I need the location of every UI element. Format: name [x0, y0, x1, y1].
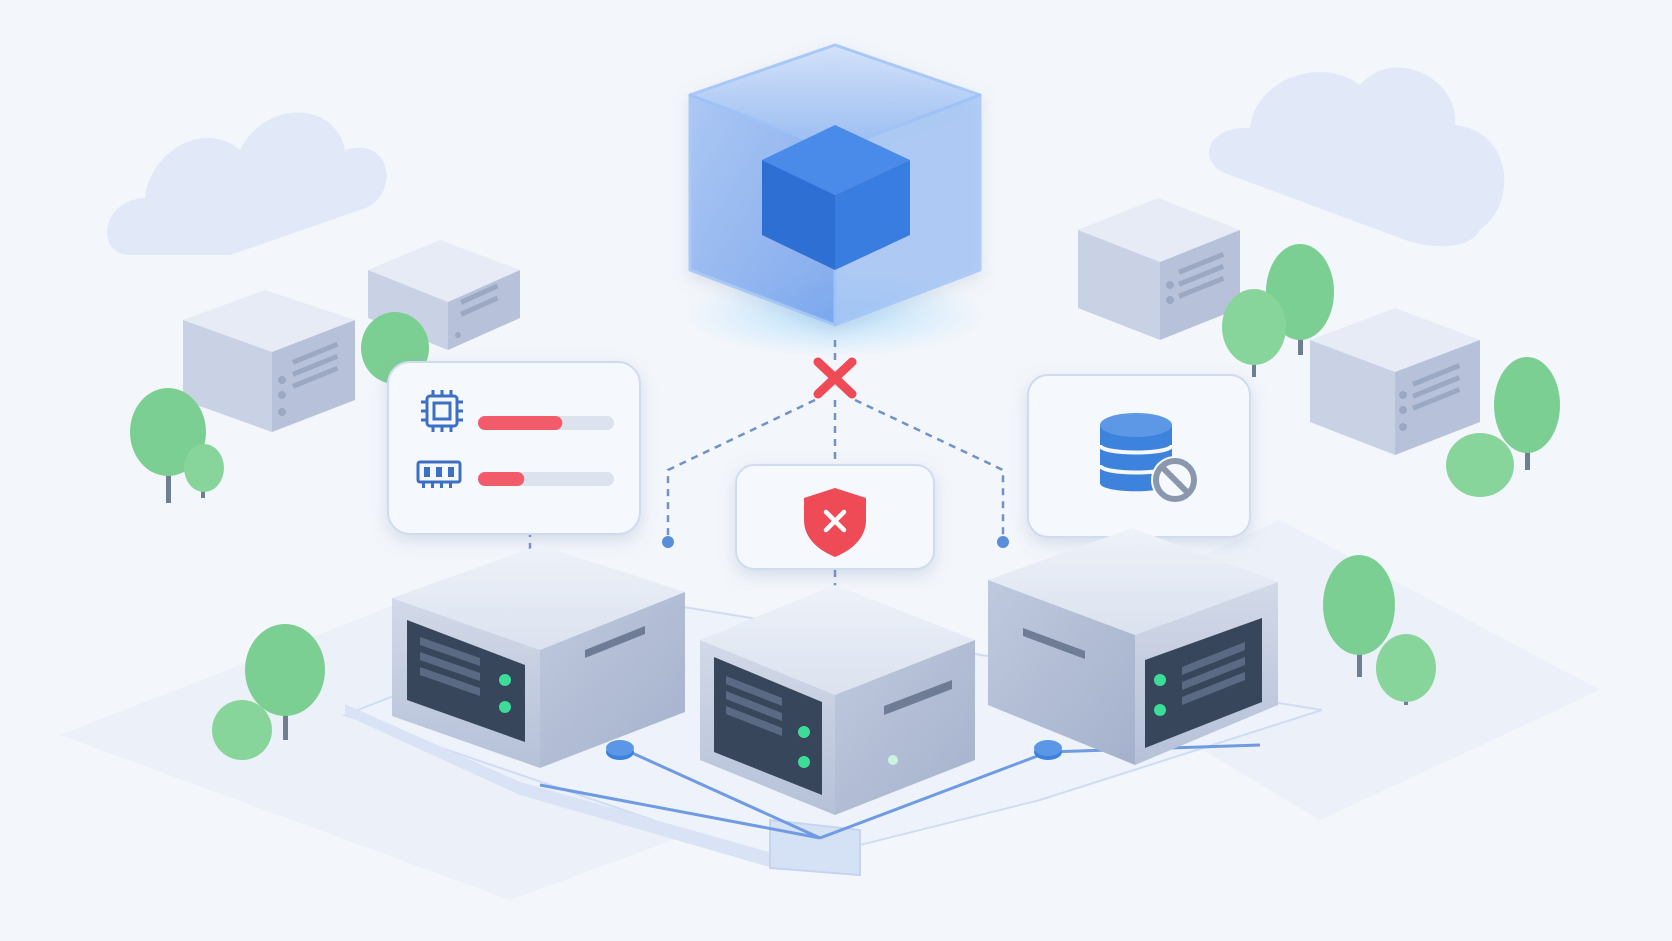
background-server: [1310, 308, 1480, 455]
network-hub: [606, 740, 634, 760]
server-node-left[interactable]: [392, 545, 685, 768]
tree-icon: [1494, 357, 1560, 470]
status-led: [798, 726, 810, 738]
tree-icon: [1222, 289, 1286, 377]
status-led: [1154, 674, 1166, 686]
cpu-icon: [421, 390, 463, 432]
network-hub: [1034, 740, 1062, 760]
server-node-center[interactable]: [700, 585, 975, 815]
tree-icon: [184, 444, 224, 498]
tree-icon: [1446, 433, 1514, 497]
memory-icon: [416, 460, 462, 488]
security-callout: [735, 464, 935, 570]
tree-icon: [245, 624, 325, 740]
memory-usage-fill: [478, 472, 525, 486]
status-led: [499, 701, 511, 713]
tree-icon: [130, 388, 206, 503]
background-server: [1078, 198, 1240, 340]
status-led: [798, 756, 810, 768]
cube-icon: [762, 125, 910, 270]
server-node-right[interactable]: [988, 528, 1278, 765]
database-blocked-icon: [1098, 413, 1199, 504]
cpu-usage-fill: [478, 416, 563, 430]
tree-icon: [1323, 555, 1395, 677]
background-server: [368, 240, 520, 350]
cloud-icon: [107, 112, 387, 255]
status-led: [1154, 704, 1166, 716]
tree-icon: [212, 700, 272, 760]
background-server: [183, 290, 355, 432]
shield-x-icon: [804, 488, 866, 557]
resource-usage-callout: [387, 361, 641, 535]
tree-icon: [1376, 634, 1436, 705]
cloud-icon: [1208, 67, 1505, 247]
storage-callout: [1027, 374, 1251, 538]
status-led: [499, 674, 511, 686]
x-mark-icon: [813, 357, 857, 399]
